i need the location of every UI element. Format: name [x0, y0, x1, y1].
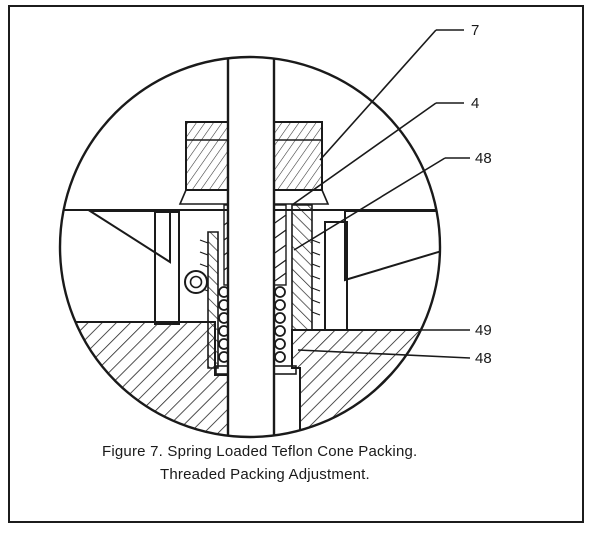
- caption-line-2: Threaded Packing Adjustment.: [160, 466, 370, 483]
- right-body-wall: [324, 221, 348, 331]
- set-screw: [184, 270, 208, 294]
- leader-lines: [291, 29, 471, 359]
- callout-48-lower: 48: [475, 350, 492, 367]
- callout-4: 4: [471, 95, 479, 112]
- figure-frame: [8, 5, 584, 523]
- caption-line-1: Figure 7. Spring Loaded Teflon Cone Pack…: [102, 443, 418, 460]
- packing-nut: [178, 121, 330, 205]
- callout-7: 7: [471, 22, 479, 39]
- detail-interior: [60, 57, 440, 437]
- callout-48-upper: 48: [475, 150, 492, 167]
- packing-gland-threaded: [291, 204, 313, 331]
- left-body-wall: [154, 211, 180, 325]
- lower-right-casting: [291, 329, 440, 437]
- valve-stem: [226, 57, 276, 437]
- detail-circle: [58, 55, 442, 439]
- left-plate-wedge: [86, 210, 171, 264]
- callout-49: 49: [475, 322, 492, 339]
